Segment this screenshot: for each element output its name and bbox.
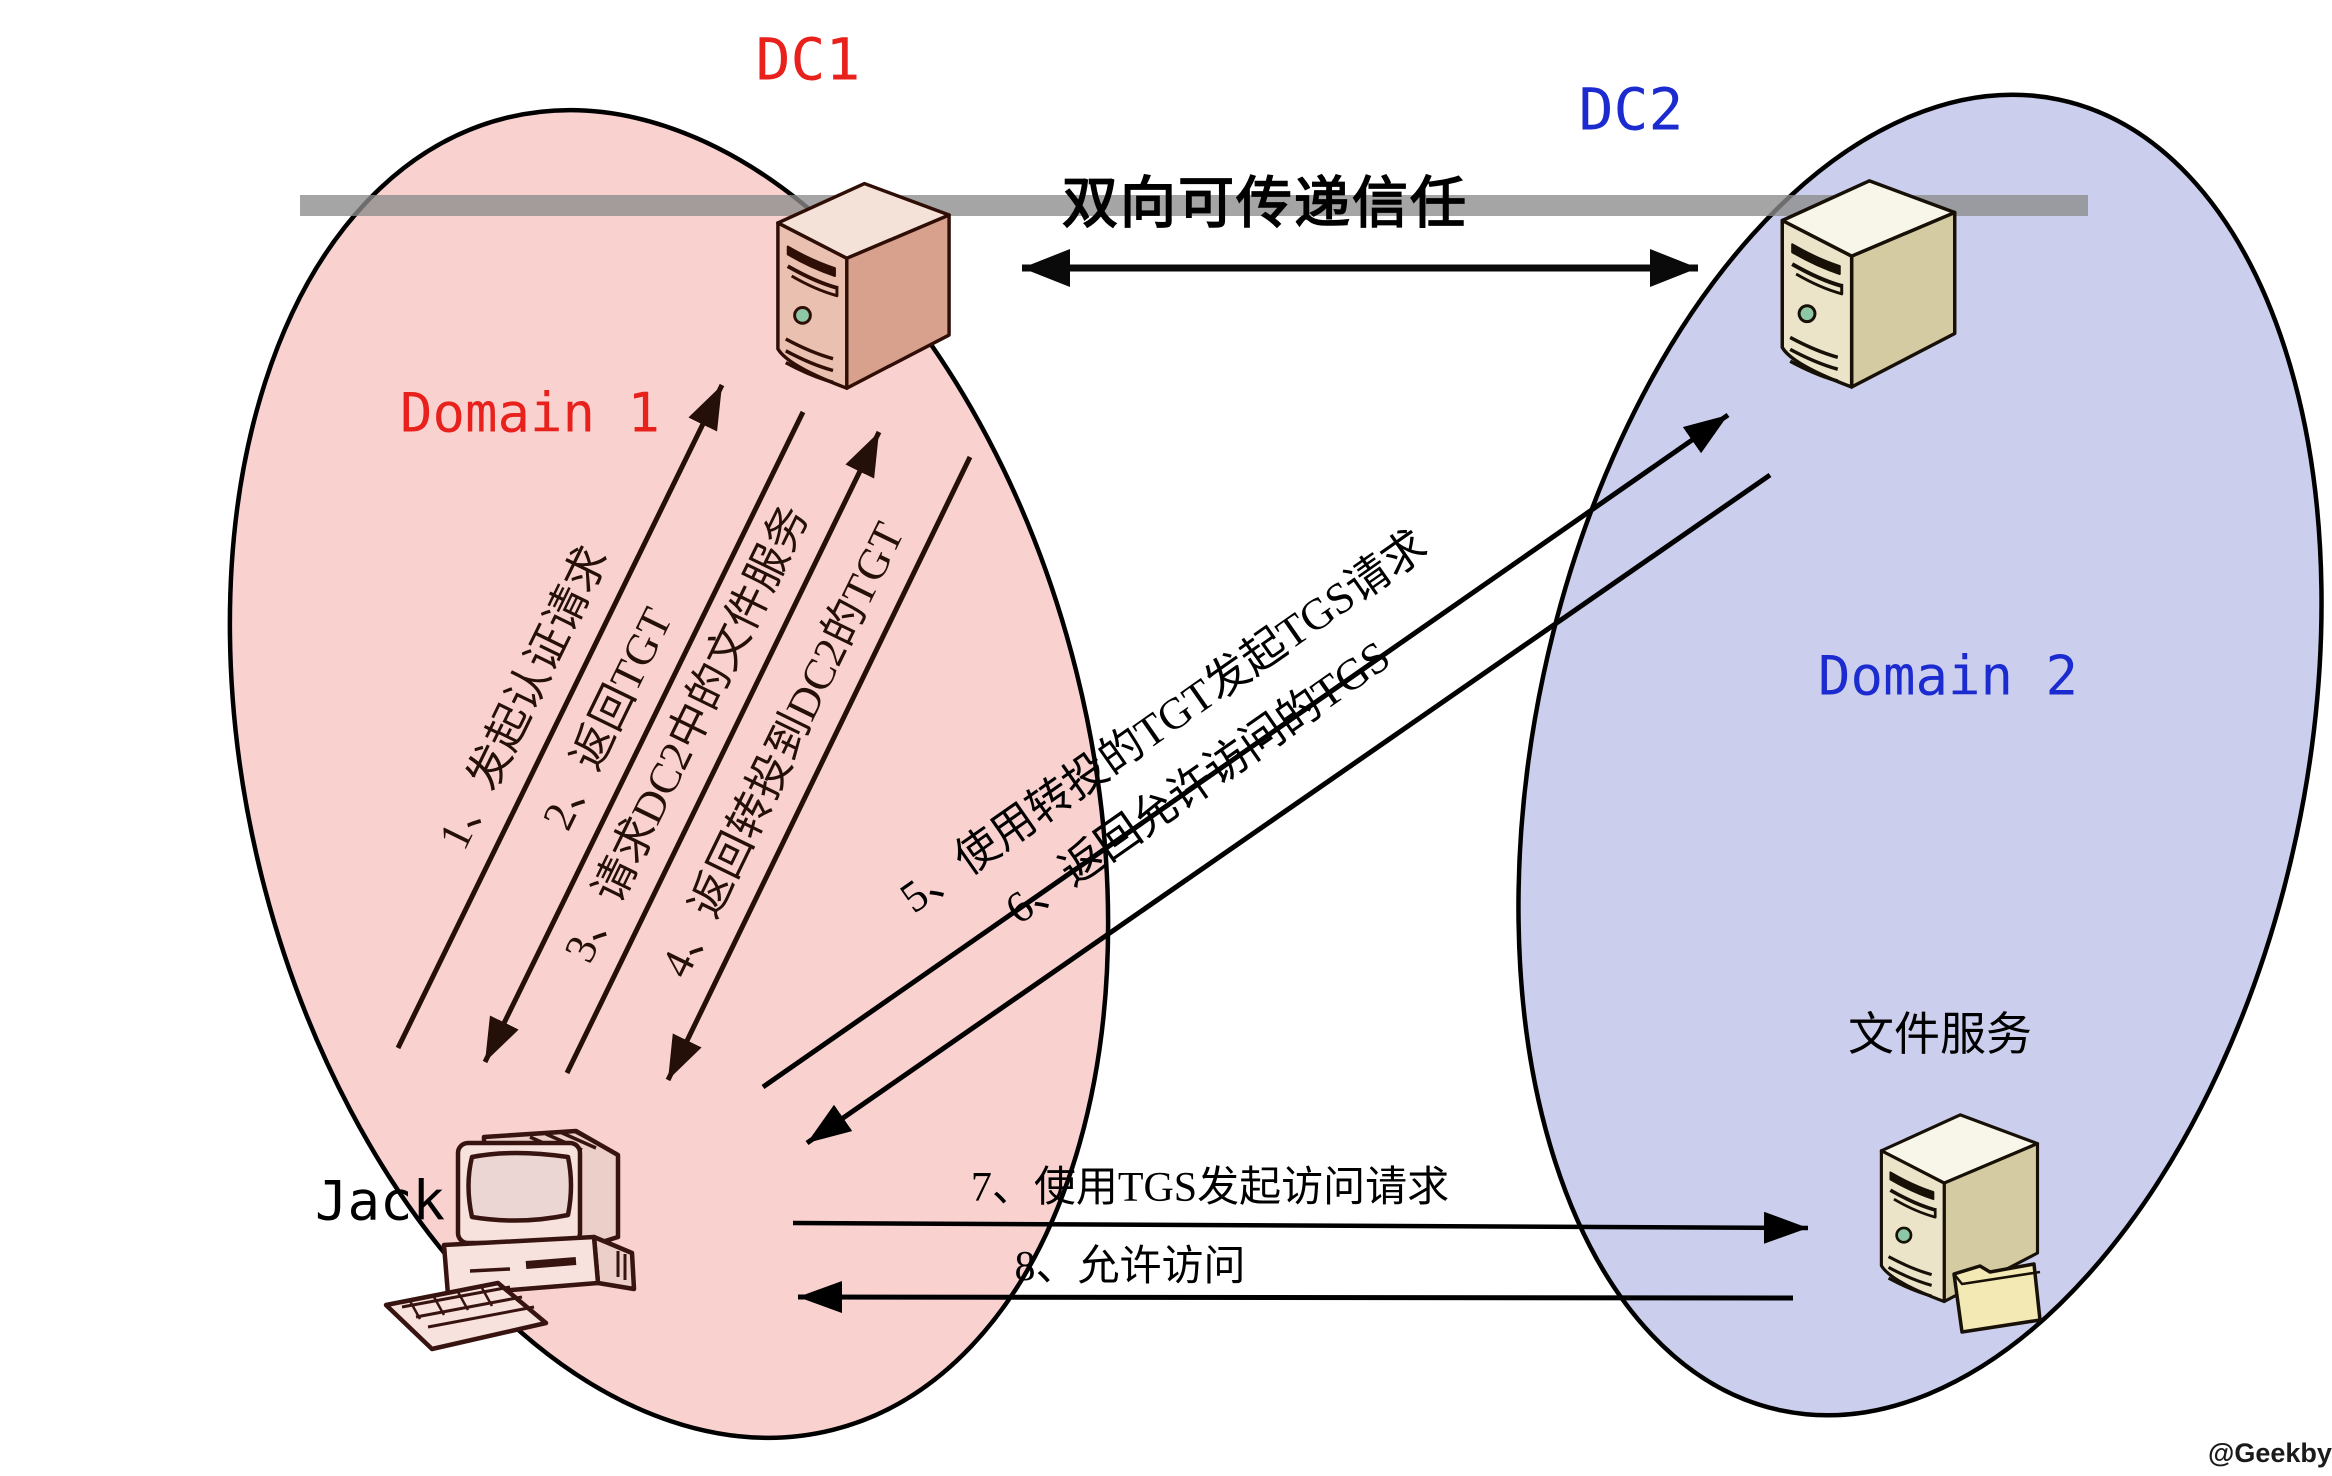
jack-label: Jack xyxy=(314,1169,446,1233)
dc2-label: DC2 xyxy=(1578,75,1684,144)
step-label-8: 8、允许访问 xyxy=(1014,1243,1246,1290)
jack-computer-icon xyxy=(383,1128,637,1352)
folder-icon xyxy=(1952,1262,2042,1334)
step-arrow-5 xyxy=(761,412,1730,1090)
step-arrow-3 xyxy=(564,430,882,1075)
step-arrow-8 xyxy=(797,1281,1794,1314)
domain2-label: Domain 2 xyxy=(1817,644,2079,708)
step-arrow-7 xyxy=(792,1211,1809,1244)
step-arrow-2 xyxy=(482,410,806,1064)
domain1-ellipse xyxy=(227,108,1111,1440)
dc1-label: DC1 xyxy=(755,25,861,94)
step-arrow-4 xyxy=(665,455,973,1082)
step-arrow-1 xyxy=(395,383,725,1050)
file-service-label: 文件服务 xyxy=(1848,1008,2032,1060)
watermark: @Geekby xyxy=(2208,1437,2332,1468)
trust-bar xyxy=(300,195,2088,216)
domain1-label: Domain 1 xyxy=(399,381,661,445)
step-arrow-6 xyxy=(805,472,1772,1146)
step-label-7: 7、使用TGS发起访问请求 xyxy=(970,1164,1450,1211)
trust-label: 双向可传递信任 xyxy=(1062,173,1468,236)
